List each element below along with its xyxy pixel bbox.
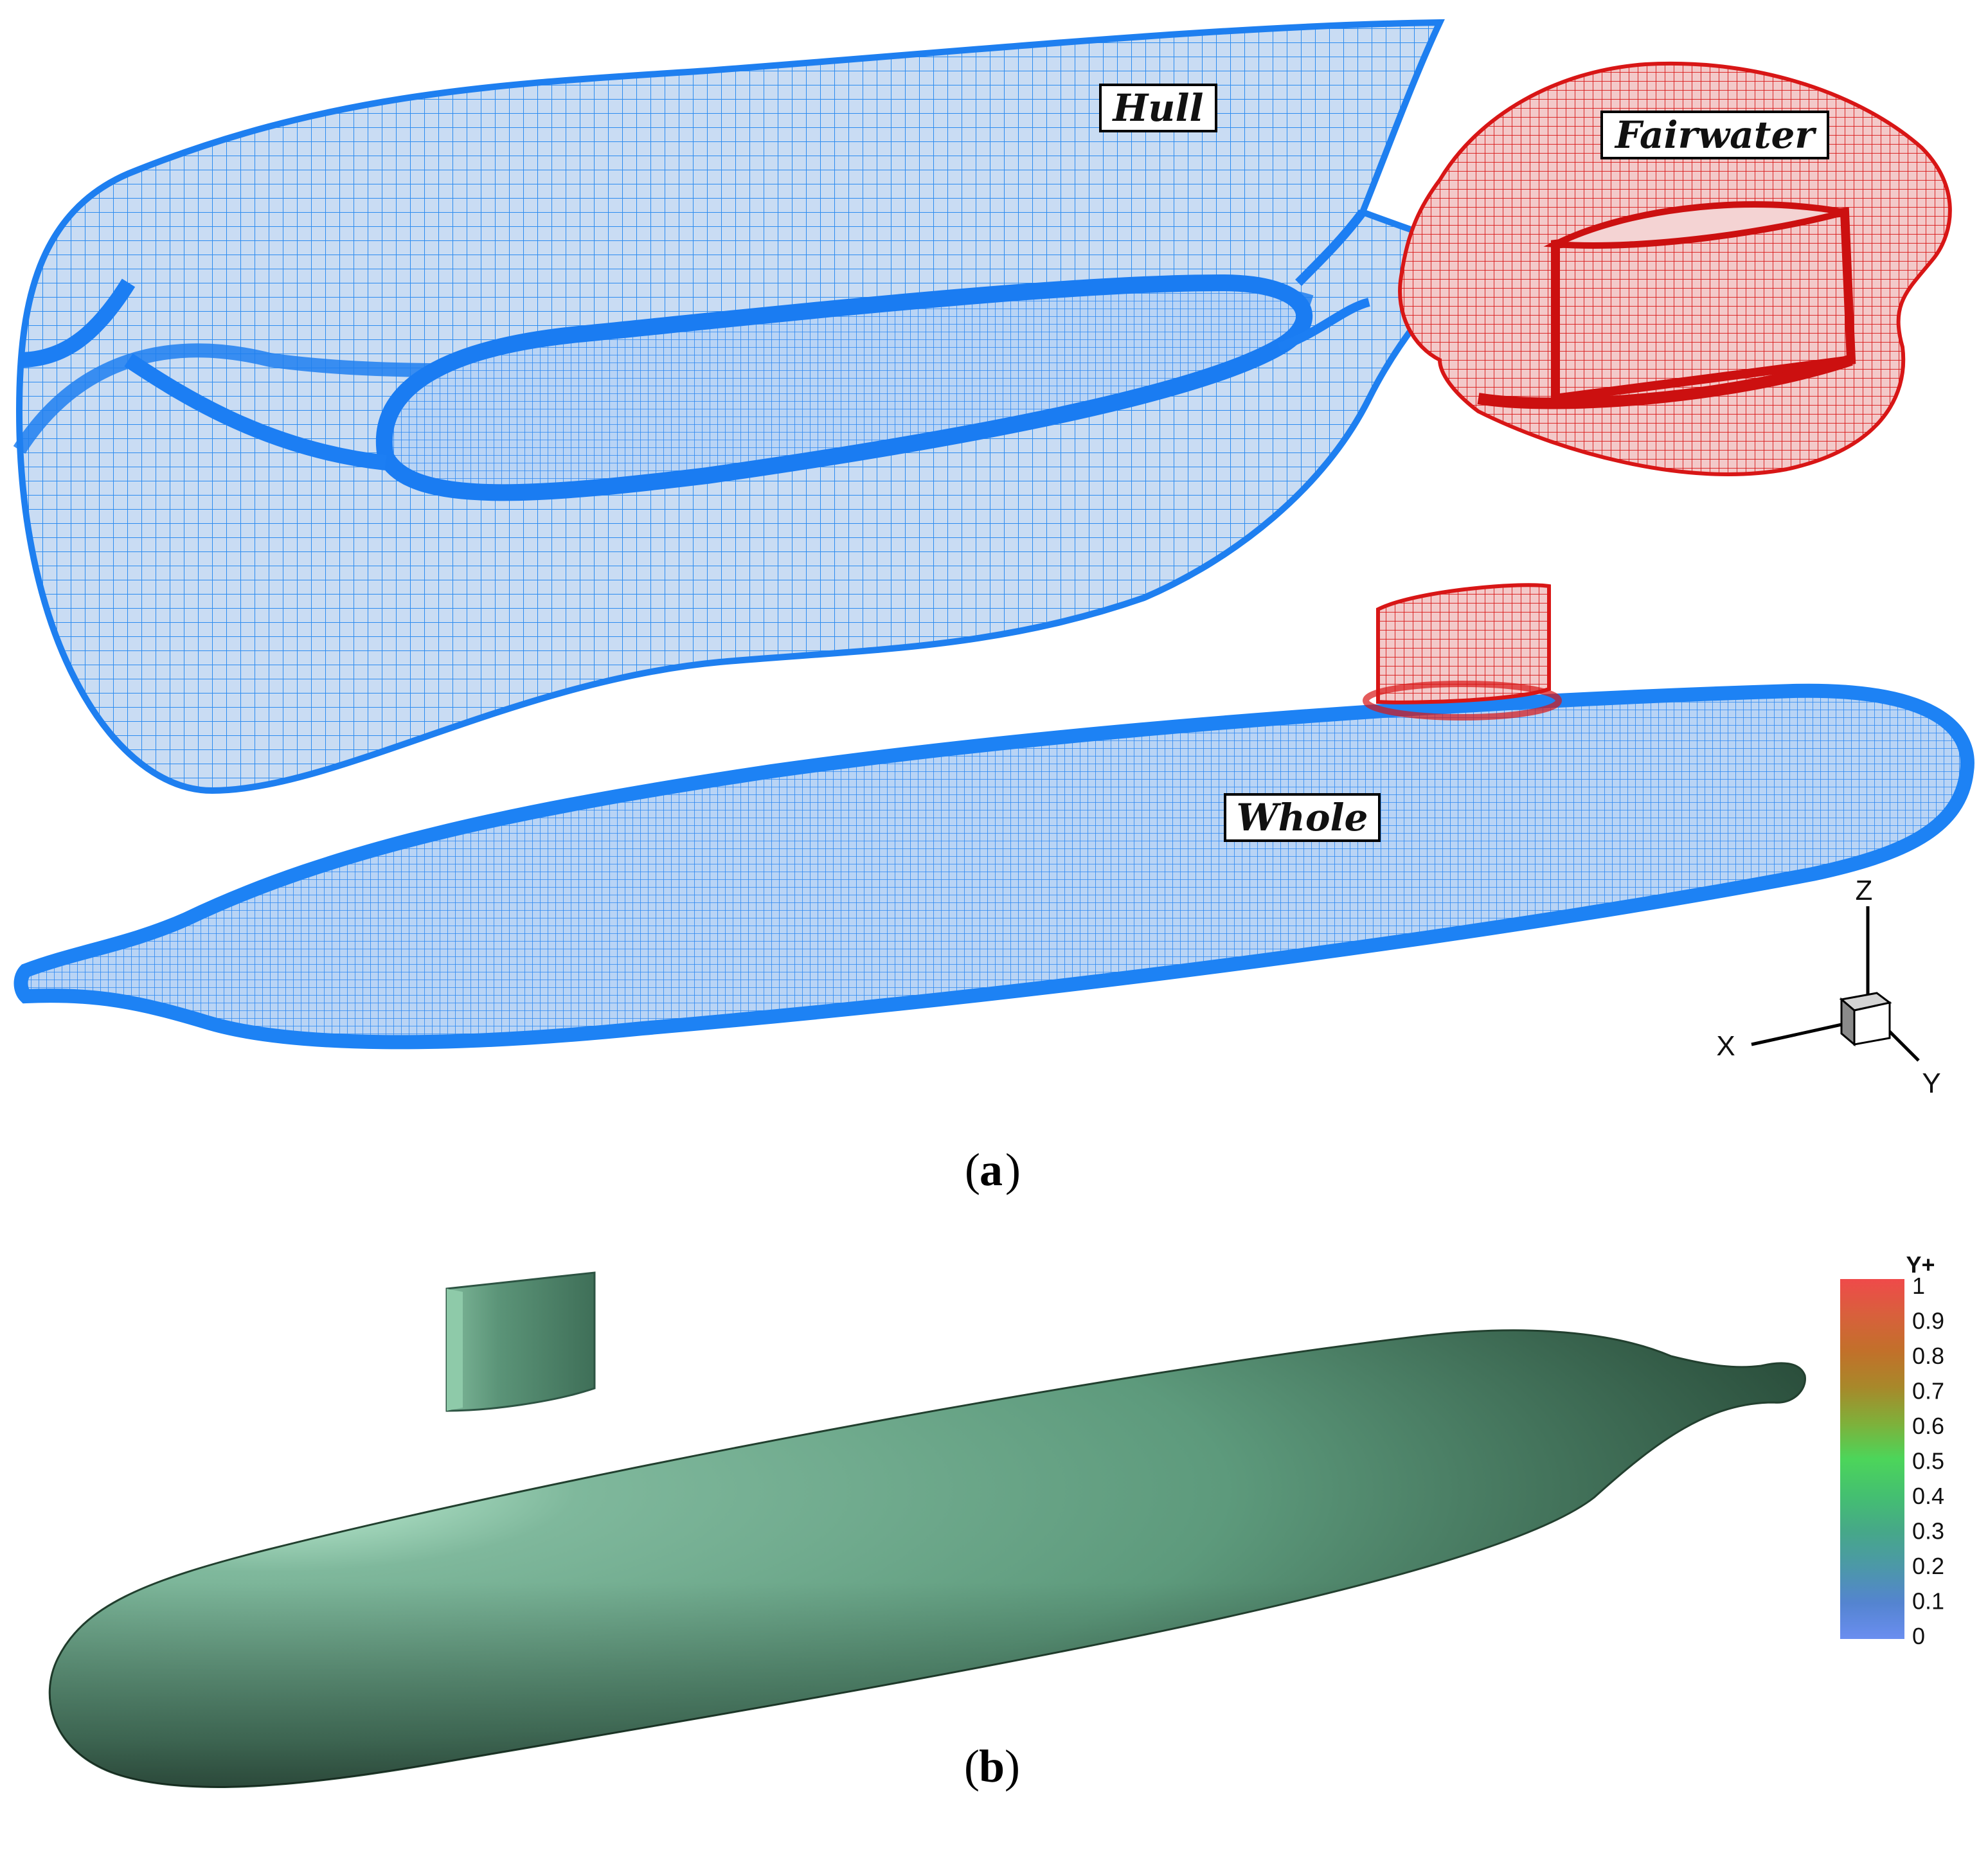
caption-a-open-paren: (	[965, 1144, 980, 1195]
axis-z-label: Z	[1856, 875, 1873, 906]
fairwater-base-band	[1477, 354, 1853, 409]
fairwater-label: Fairwater	[1600, 111, 1829, 159]
submarine-sail	[445, 1271, 596, 1412]
colorbar-tick-label: 0.6	[1912, 1413, 1944, 1439]
hull-label: Hull	[1099, 84, 1217, 132]
hull-body-refinement	[375, 274, 1313, 501]
fairwater-label-text: Fairwater	[1614, 113, 1817, 157]
colorbar-tick-label: 1	[1912, 1273, 1925, 1299]
whole-label: Whole	[1224, 793, 1381, 842]
hull-label-box	[1099, 84, 1217, 132]
caption-b-close-paren: )	[1005, 1741, 1020, 1792]
caption-b-open-paren: (	[964, 1741, 980, 1792]
caption-b-letter: b	[979, 1741, 1005, 1792]
whole-label-box	[1224, 793, 1381, 842]
colorbar-tick-label: 0.4	[1912, 1483, 1944, 1509]
colorbar-ticks: 1 0.9 0.8 0.7 0.6 0.5 0.4 0.3 0.2 0.1 0	[1912, 1273, 1944, 1649]
axis-cube	[1839, 992, 1892, 1047]
hull-left-fold	[19, 278, 387, 470]
colorbar-gradient	[1840, 1279, 1904, 1639]
whole-sail-junction	[1363, 681, 1562, 721]
fairwater-label-box	[1600, 111, 1829, 159]
caption-b: ( b )	[964, 1741, 1020, 1792]
whole-body	[13, 683, 1975, 1050]
panel-b: Y+ 1 0.9 0.8 0.7 0.6 0.5 0.4 0.3 0.2 0.1 0 ( b )	[48, 1251, 1944, 1792]
colorbar-tick-label: 0.8	[1912, 1343, 1944, 1369]
submarine-surface	[48, 1271, 1806, 1788]
fairwater-mesh: Fairwater	[1398, 61, 1952, 476]
hull-label-text: Hull	[1111, 86, 1203, 130]
colorbar-tick-label: 0.1	[1912, 1588, 1944, 1615]
hull-mesh: Hull	[13, 19, 1483, 794]
submarine-sail-side	[447, 1289, 463, 1411]
colorbar-title: Y+	[1906, 1251, 1935, 1278]
submarine-hull-shadow	[49, 1330, 1805, 1787]
axis-y-label: Y	[1922, 1068, 1940, 1099]
caption-a-close-paren: )	[1005, 1144, 1021, 1195]
caption-a: ( a )	[965, 1144, 1021, 1195]
axis-y-line	[1885, 1027, 1920, 1062]
colorbar-tick-label: 0.2	[1912, 1553, 1944, 1579]
colorbar-tick-label: 0	[1912, 1623, 1925, 1649]
whole-label-text: Whole	[1237, 796, 1368, 839]
colorbar-tick-label: 0.5	[1912, 1448, 1944, 1474]
whole-sail	[1376, 583, 1551, 704]
whole-mesh: Whole	[13, 583, 1975, 1050]
colorbar-tick-label: 0.7	[1912, 1378, 1944, 1404]
hull-right-fold	[1277, 209, 1370, 352]
caption-a-letter: a	[980, 1144, 1003, 1195]
fairwater-sail-top	[1543, 201, 1846, 249]
colorbar-tick-label: 0.9	[1912, 1308, 1944, 1334]
axis-triad: Z X Y	[1716, 875, 1940, 1099]
colorbar-tick-label: 0.3	[1912, 1518, 1944, 1544]
axis-x-label: X	[1716, 1030, 1735, 1062]
colorbar: Y+ 1 0.9 0.8 0.7 0.6 0.5 0.4 0.3 0.2 0.1 0	[1840, 1251, 1944, 1649]
panel-a: Hull Fairwater Whole	[13, 19, 1975, 1195]
